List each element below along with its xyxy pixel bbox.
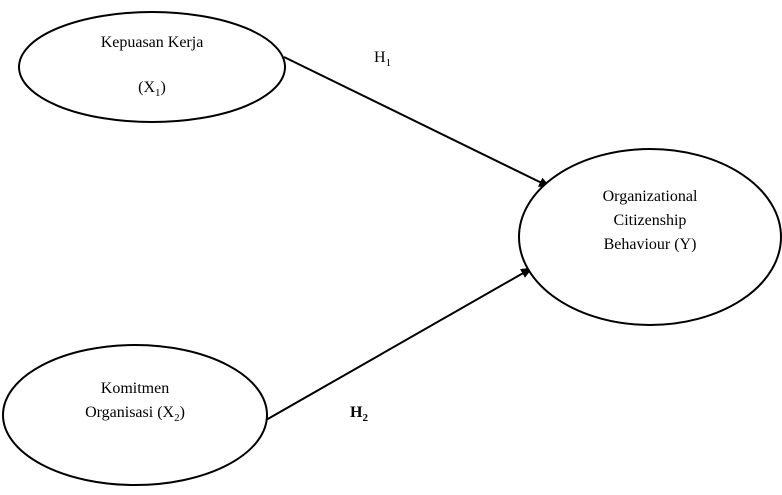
node-ocb-label-line1: Organizational xyxy=(603,188,698,205)
hypothesis-h2-label: H2 xyxy=(350,404,368,424)
arrow-h2 xyxy=(265,267,533,421)
node-ocb-ellipse xyxy=(518,148,782,326)
node-ocb-label-line2: Citizenship xyxy=(614,212,687,229)
node-komitmen-organisasi-variable: Organisasi (X2) xyxy=(85,404,185,424)
node-organizational-citizenship-behaviour: Organizational Citizenship Behaviour (Y) xyxy=(518,148,782,326)
hypothesis-h1-label: H1 xyxy=(374,49,391,69)
node-kepuasan-kerja-label: Kepuasan Kerja xyxy=(101,34,204,51)
node-komitmen-organisasi-label: Komitmen xyxy=(101,380,169,397)
arrow-h1 xyxy=(283,56,551,188)
node-kepuasan-kerja-ellipse xyxy=(18,11,286,123)
node-kepuasan-kerja-variable: (X1) xyxy=(138,79,166,99)
node-kepuasan-kerja: Kepuasan Kerja (X1) xyxy=(18,11,286,123)
node-komitmen-organisasi-ellipse xyxy=(2,344,268,486)
node-komitmen-organisasi: Komitmen Organisasi (X2) xyxy=(2,344,268,486)
node-ocb-label-line3: Behaviour (Y) xyxy=(604,236,697,253)
